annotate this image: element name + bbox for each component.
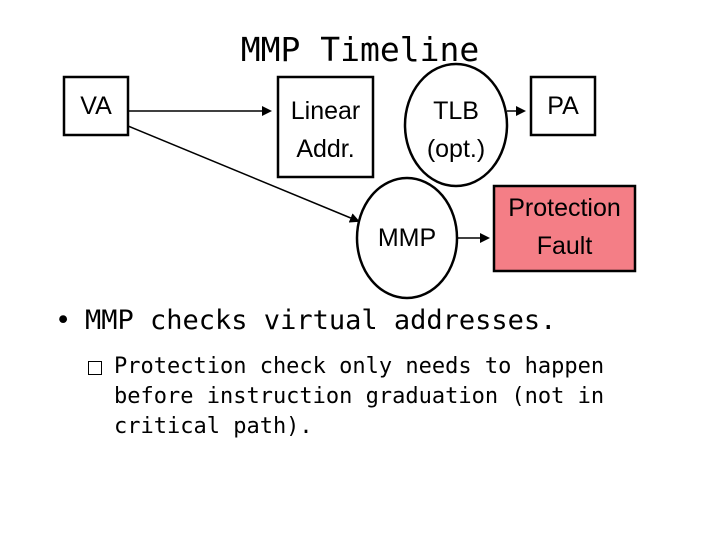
tlb-ellipse xyxy=(403,62,509,188)
linear-addr-line1: Linear xyxy=(290,97,361,125)
bullet-sub: Protection check only needs to happen be… xyxy=(88,352,628,442)
slide-title: MMP Timeline xyxy=(240,30,480,69)
tlb-label: TLB (opt.) xyxy=(405,92,507,168)
protection-fault-box xyxy=(492,184,637,273)
bullet-main: • MMP checks virtual addresses. xyxy=(55,305,695,336)
tlb-line2: (opt.) xyxy=(426,135,486,163)
arrow-va-to-mmp xyxy=(127,125,360,223)
mmp-label: MMP xyxy=(377,224,437,252)
bullet-main-text: MMP checks virtual addresses. xyxy=(85,305,557,336)
linear-addr-line2: Addr. xyxy=(296,135,355,163)
protection-fault-line1: Protection xyxy=(508,194,621,222)
bullet-dot-icon: • xyxy=(55,305,72,336)
va-label: VA xyxy=(80,92,112,120)
pa-label: PA xyxy=(547,92,579,120)
protection-fault-label: Protection Fault xyxy=(494,189,635,265)
square-bullet-icon xyxy=(88,361,102,375)
pa-box xyxy=(529,75,597,137)
va-box xyxy=(62,75,130,137)
protection-fault-line2: Fault xyxy=(536,232,593,260)
linear-addr-box xyxy=(276,75,375,179)
tlb-line1: TLB xyxy=(433,97,479,125)
linear-addr-label: Linear Addr. xyxy=(270,92,381,168)
bullet-sub-text: Protection check only needs to happen be… xyxy=(114,354,605,439)
